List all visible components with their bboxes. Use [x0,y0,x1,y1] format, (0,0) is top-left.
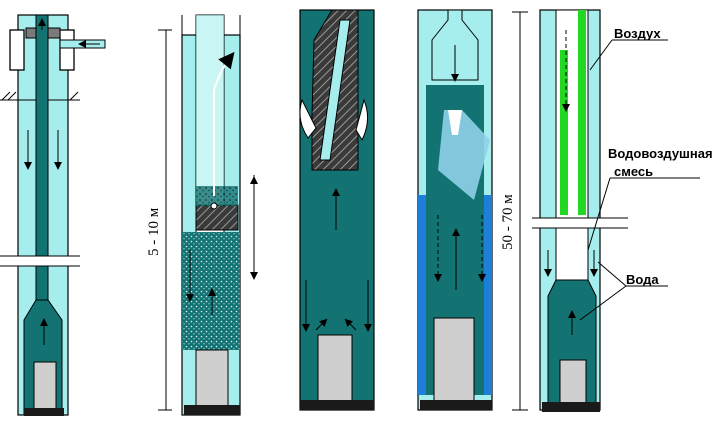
well-1-airlift [0,14,106,416]
well-4-nozzle [417,9,493,411]
depth-label-short: 5 - 10 м [146,207,162,256]
label-air: Воздух [614,26,661,41]
well-2-jet [158,14,258,416]
depth-label-long: 50 - 70 м [500,194,516,250]
label-mixture-line1: Водовоздушная [608,146,713,161]
well-3-ejector [299,9,375,411]
label-mixture-line2: смесь [614,164,654,179]
label-water: Вода [626,272,659,287]
well-5-airlift-deep [512,9,700,412]
